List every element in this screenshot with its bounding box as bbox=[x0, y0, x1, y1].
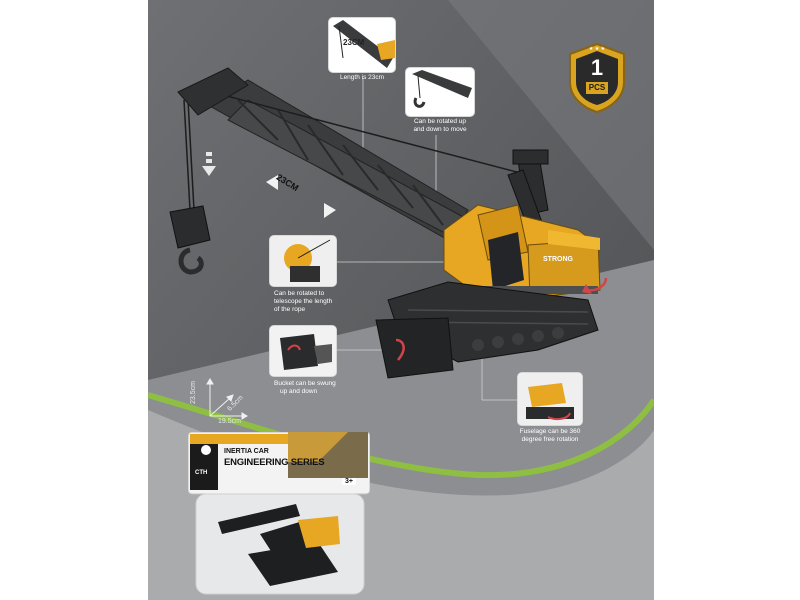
boom-detail-picture bbox=[333, 20, 395, 68]
callout-bucket-image bbox=[270, 326, 336, 376]
callout-fuselage-line2: degree free rotation bbox=[521, 436, 579, 443]
callout-rope-image bbox=[270, 236, 336, 286]
dimension-height: 23.5cm bbox=[190, 381, 197, 404]
callout-rope-line1: Can be rotated to bbox=[274, 290, 325, 297]
blade-detail-picture bbox=[270, 326, 336, 376]
callout-boom-rotate-line1: Can be rotated up bbox=[413, 118, 467, 125]
callout-rope-line2: telescope the length bbox=[274, 298, 333, 305]
hook-detail-picture bbox=[412, 70, 472, 108]
badge-unit: PCS bbox=[586, 82, 608, 94]
winch-detail-picture bbox=[270, 236, 336, 286]
package-shell bbox=[187, 431, 371, 595]
svg-text:★ ★ ★: ★ ★ ★ bbox=[589, 46, 606, 52]
truck-logo: STRONG bbox=[543, 256, 573, 263]
package-line2: ENGINEERING SERIES bbox=[224, 457, 325, 468]
callout-fuselage-image bbox=[518, 373, 582, 425]
callout-boom-rotate-line2: and down to move bbox=[413, 126, 467, 133]
callout-boom-rotate-image bbox=[406, 68, 474, 116]
callout-bucket-line1: Bucket can be swung bbox=[274, 380, 336, 387]
callout-length-image: 23CM bbox=[329, 18, 395, 72]
callout-fuselage-line1: Fuselage can be 360 bbox=[519, 428, 581, 435]
retail-package: CTH INERTIA CAR ENGINEERING SERIES 3+ bbox=[187, 431, 371, 598]
package-age: 3+ bbox=[342, 478, 356, 485]
dimension-width: 19.5cm bbox=[218, 418, 241, 425]
callout-length-text: Length is 23cm bbox=[339, 74, 385, 81]
callout-rope-line3: of the rope bbox=[274, 306, 306, 313]
package-brand: CTH bbox=[195, 470, 208, 476]
callout-boom-label: 23CM bbox=[343, 38, 365, 47]
body-rotation-picture bbox=[518, 373, 582, 425]
badge-quantity: 1 bbox=[590, 55, 604, 80]
callout-bucket-line2: up and down bbox=[280, 388, 318, 395]
crane-illustration bbox=[169, 67, 608, 401]
package-line1: INERTIA CAR bbox=[224, 448, 269, 455]
dimension-axes bbox=[206, 378, 248, 420]
